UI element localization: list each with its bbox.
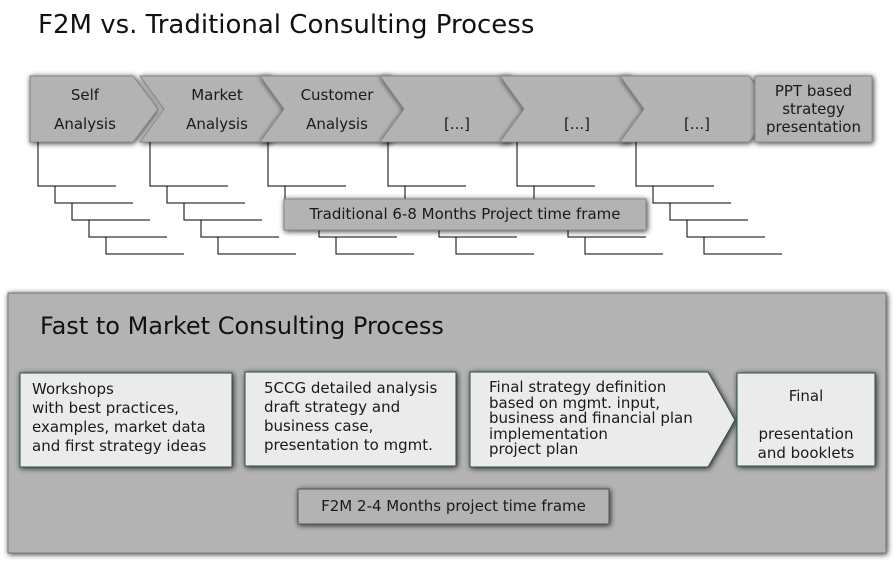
label-line <box>522 81 632 110</box>
label-line: [...] <box>443 115 470 133</box>
chevron-step <box>29 75 159 143</box>
label-line: project plan <box>489 440 579 458</box>
label-line: [...] <box>563 115 590 133</box>
label-line: business case, <box>264 417 374 435</box>
label-line: presentation <box>758 425 854 443</box>
label-line: presentation to mgmt. <box>264 436 433 454</box>
label-line: and booklets <box>757 444 855 462</box>
label-line: with best practices, <box>32 399 180 417</box>
bracket-lines <box>37 142 184 255</box>
f2m-arrow-final-strategy <box>469 371 736 468</box>
ppt-final-label: PPT based strategy presentation <box>755 82 872 136</box>
label-line: examples, market data <box>32 418 206 436</box>
f2m-box-workshops <box>19 372 233 468</box>
label-line: business and financial plan <box>489 409 693 427</box>
label-line <box>642 81 752 110</box>
label-line: 5CCG detailed analysis <box>264 379 438 397</box>
label-line: strategy <box>782 100 845 118</box>
ppt-final-box <box>754 75 873 143</box>
label-line: and first strategy ideas <box>32 437 207 455</box>
f2m-box-final <box>736 372 876 467</box>
bracket-lines <box>516 142 663 255</box>
label-line: Market <box>191 86 243 104</box>
chevron-step-label: [...] <box>642 81 752 139</box>
traditional-timeframe-box <box>283 198 647 231</box>
f2m-title: Fast to Market Consulting Process <box>40 312 444 340</box>
label-line: draft strategy and <box>264 398 401 416</box>
label-line: [...] <box>683 115 710 133</box>
chevron-step <box>619 75 775 143</box>
label-line: Customer <box>300 86 374 104</box>
label-line: Analysis <box>306 115 368 133</box>
label-line: Self <box>70 86 100 104</box>
chevron-step-label: [...] <box>402 81 512 139</box>
label-line: presentation <box>766 118 861 136</box>
f2m-timeframe-box <box>297 488 610 525</box>
label-line: Workshops <box>32 380 114 398</box>
label-line: Final <box>788 387 824 405</box>
chevron-step-label: [...] <box>522 81 632 139</box>
label-line: Final strategy definition <box>489 378 667 396</box>
label-line: implementation <box>489 424 608 443</box>
bracket-lines <box>149 142 296 255</box>
f2m-timeframe-label: F2M 2-4 Months project time frame <box>321 497 586 515</box>
label-line: PPT based <box>774 82 853 100</box>
bracket-lines <box>267 142 414 255</box>
page-title: F2M vs. Traditional Consulting Process <box>38 10 535 40</box>
label-line <box>402 81 512 110</box>
bracket-lines <box>635 142 782 255</box>
bracket-lines <box>387 142 534 255</box>
f2m-box-analysis <box>244 371 457 467</box>
label-line: Analysis <box>186 115 248 133</box>
traditional-timeframe-label: Traditional 6-8 Months Project time fram… <box>309 205 621 223</box>
spacer <box>737 406 875 425</box>
label-line: Analysis <box>54 115 116 133</box>
label-line: based on mgmt. input, <box>489 393 661 412</box>
